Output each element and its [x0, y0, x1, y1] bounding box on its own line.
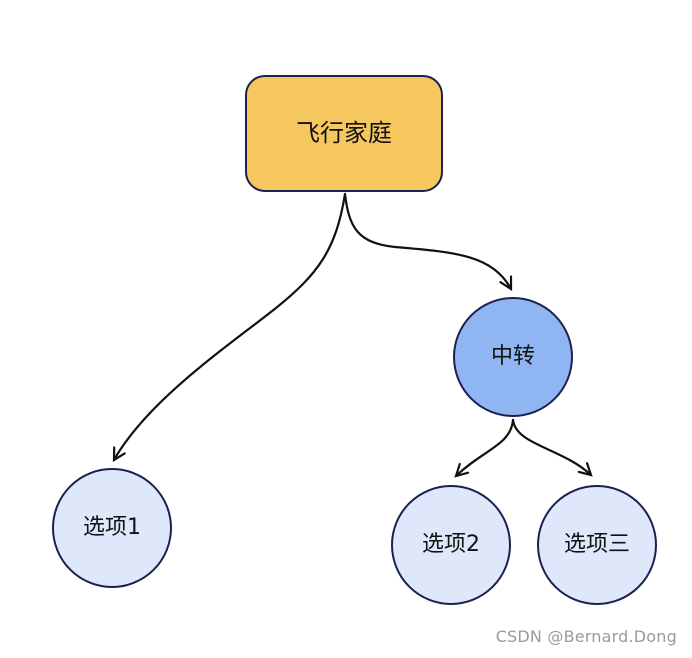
node-option3-label: 选项三 — [563, 531, 630, 557]
node-transfer-label: 中转 — [490, 343, 535, 369]
node-root-label: 飞行家庭 — [296, 119, 392, 148]
node-root: 飞行家庭 — [245, 75, 443, 192]
watermark: CSDN @Bernard.Dong — [495, 627, 677, 646]
edge-root-to-option1 — [112, 192, 347, 462]
node-option1-label: 选项1 — [83, 514, 141, 540]
node-option3: 选项三 — [537, 485, 657, 605]
edge-transfer-to-option3 — [511, 418, 593, 477]
edge-transfer-to-option2 — [454, 418, 515, 478]
node-option2-label: 选项2 — [422, 531, 480, 557]
edge-root-to-transfer — [343, 192, 513, 292]
node-option1: 选项1 — [52, 468, 172, 588]
node-transfer: 中转 — [453, 297, 573, 417]
node-option2: 选项2 — [391, 485, 511, 605]
